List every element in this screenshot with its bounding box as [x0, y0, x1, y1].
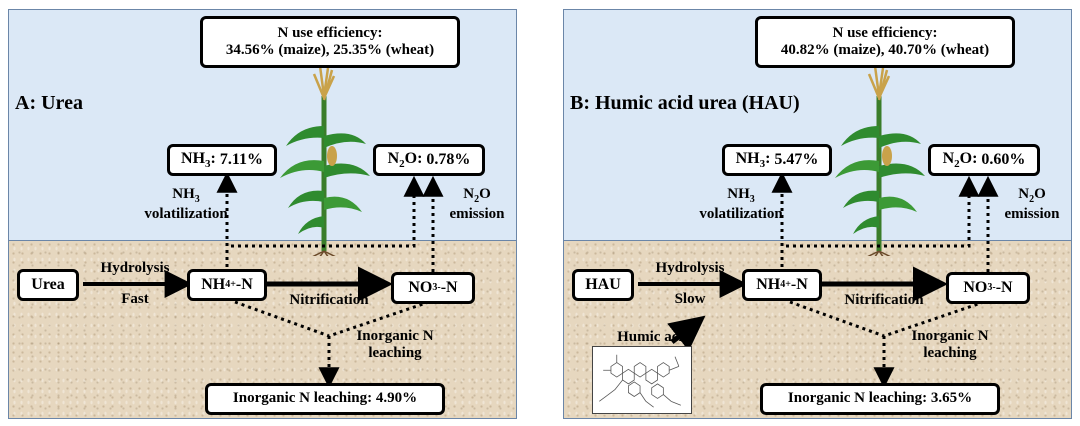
n2o-from-ammonium-arrow: [231, 175, 425, 248]
n2o-from-ammonium-arrow: [786, 175, 980, 248]
nh3-value: 5.47%: [774, 150, 819, 168]
nh3-volatilization-label: NH3 volatilization: [699, 186, 783, 222]
panel-a-urea: N use efficiency: 34.56% (maize), 25.35%…: [8, 9, 517, 419]
n-use-efficiency-box: N use efficiency: 40.82% (maize), 40.70%…: [755, 16, 1015, 68]
humic-acid-molecule-icon: [592, 346, 692, 414]
efficiency-values: 34.56% (maize), 25.35% (wheat): [225, 42, 435, 58]
panel-title: B: Humic acid urea (HAU): [570, 92, 800, 114]
leaching-from-ammonium: [789, 300, 885, 338]
humic-acid-label: Humic acid: [617, 329, 691, 345]
panel-a-arrows: [83, 171, 444, 389]
n2o-emission-label: N2O emission: [1004, 186, 1060, 222]
efficiency-title: N use efficiency:: [277, 24, 383, 41]
n-use-efficiency-box: N use efficiency: 34.56% (maize), 25.35%…: [200, 16, 460, 68]
nh3-loss-box: NH3: 7.11%: [167, 144, 277, 176]
n2o-value: 0.60%: [981, 150, 1026, 168]
humic-acid-arrow: [667, 315, 706, 352]
nitrification-label: Nitrification: [289, 292, 369, 308]
n2o-loss-box: N2O: 0.78%: [373, 144, 485, 176]
n2o-value: 0.78%: [426, 150, 471, 168]
leaching-result-box: Inorganic N leaching: 4.90%: [205, 383, 445, 415]
panel-title: A: Urea: [15, 92, 83, 114]
soil-surface-line: [564, 240, 1071, 241]
leaching-result-box: Inorganic N leaching: 3.65%: [760, 383, 1000, 415]
soil-surface-line: [9, 240, 516, 241]
efficiency-title: N use efficiency:: [832, 24, 938, 41]
n2o-loss-box: N2O: 0.60%: [928, 144, 1040, 176]
efficiency-values: 40.82% (maize), 40.70% (wheat): [780, 42, 990, 58]
fast-speed-label: Fast: [121, 291, 149, 307]
urea-source-box: Urea: [17, 269, 79, 301]
panel-b-arrows: [638, 171, 999, 389]
nh3-volatilization-label: NH3 volatilization: [144, 186, 228, 222]
panel-b-humic-acid-urea: N use efficiency: 40.82% (maize), 40.70%…: [563, 9, 1072, 419]
maize-plant-icon: [280, 66, 370, 256]
leaching-from-ammonium: [234, 300, 330, 338]
nh3-loss-box: NH3: 5.47%: [722, 144, 832, 176]
nitrification-label: Nitrification: [844, 292, 924, 308]
hydrolysis-label: Hydrolysis: [100, 260, 170, 276]
slow-speed-label: Slow: [674, 291, 706, 307]
leaching-label: Inorganic N leaching: [911, 328, 989, 362]
hydrolysis-label: Hydrolysis: [655, 260, 725, 276]
maize-plant-icon: [835, 66, 925, 256]
n2o-emission-label: N2O emission: [449, 186, 505, 222]
hau-source-box: HAU: [572, 269, 634, 301]
nh3-value: 7.11%: [219, 150, 263, 168]
leaching-label: Inorganic N leaching: [356, 328, 434, 362]
